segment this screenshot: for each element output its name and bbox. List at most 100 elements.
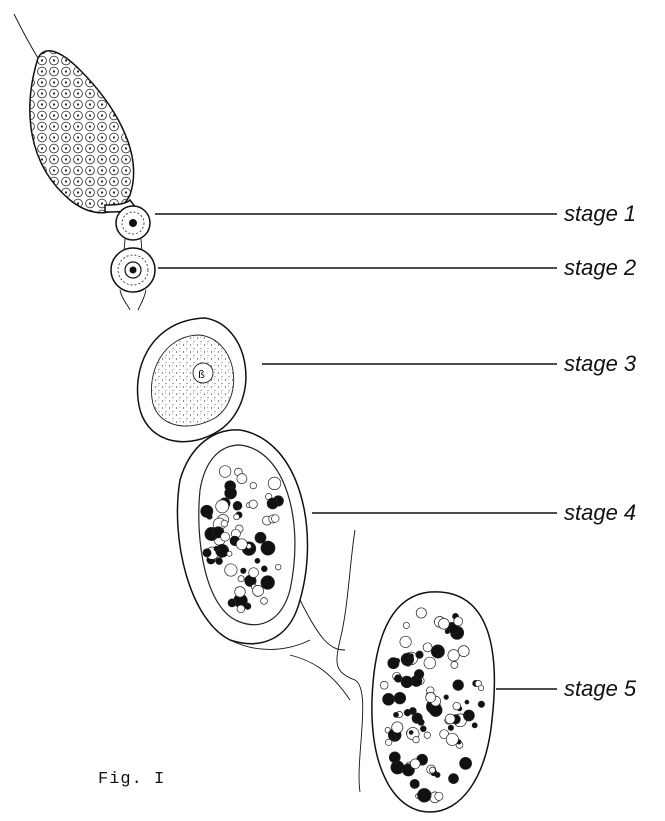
- yolk-granule: [389, 752, 400, 763]
- yolk-granule: [261, 566, 267, 572]
- yolk-granule: [225, 564, 237, 576]
- yolk-granule: [394, 692, 406, 704]
- yolk-granule: [238, 576, 244, 582]
- yolk-granule: [250, 482, 257, 489]
- yolk-granule: [216, 500, 229, 513]
- yolk-granule: [255, 558, 260, 563]
- yolk-granule: [409, 731, 413, 735]
- yolk-granule: [201, 505, 213, 517]
- yolk-granule: [216, 558, 223, 565]
- germarium: [20, 40, 150, 220]
- yolk-granule: [404, 709, 411, 716]
- svg-text:ß: ß: [198, 368, 205, 381]
- yolk-granule: [412, 713, 422, 723]
- stage-1-follicle: [116, 206, 150, 240]
- yolk-granule: [449, 774, 459, 784]
- yolk-granule: [431, 645, 444, 658]
- stage-3-label: stage 3: [564, 351, 637, 376]
- stage-5-oocyte: [372, 592, 495, 812]
- yolk-granule: [400, 636, 411, 647]
- yolk-granule: [380, 681, 388, 689]
- stage-3-follicle: ß: [138, 318, 246, 442]
- yolk-granule: [261, 598, 268, 605]
- yolk-granule: [454, 617, 463, 626]
- yolk-granule: [409, 654, 414, 659]
- yolk-granule: [446, 733, 458, 745]
- yolk-granule: [424, 732, 430, 738]
- yolk-granule: [429, 767, 435, 773]
- yolk-granule: [272, 515, 280, 523]
- yolk-granule: [453, 680, 464, 691]
- yolk-granule: [227, 551, 232, 556]
- yolk-granule: [249, 500, 257, 508]
- figure-caption: Fig. I: [98, 770, 165, 789]
- yolk-granule: [410, 759, 420, 769]
- yolk-granule: [386, 739, 392, 745]
- yolk-granule: [228, 599, 236, 607]
- yolk-granule: [249, 568, 259, 578]
- yolk-granule: [416, 608, 426, 618]
- yolk-granule: [235, 587, 246, 598]
- yolk-granule: [416, 651, 423, 658]
- stage-1-label: stage 1: [564, 201, 636, 226]
- yolk-granule: [388, 658, 399, 669]
- yolk-granule: [268, 477, 281, 490]
- yolk-granule: [463, 710, 474, 721]
- yolk-granule: [439, 618, 450, 629]
- yolk-granule: [255, 532, 266, 543]
- yolk-granule: [219, 466, 231, 478]
- stage-2-label: stage 2: [564, 255, 636, 280]
- yolk-granule: [413, 737, 419, 743]
- terminal-filament: [14, 14, 38, 58]
- yolk-granule: [267, 498, 278, 509]
- yolk-granule: [453, 702, 461, 710]
- yolk-granule: [420, 726, 426, 732]
- yolk-granule: [261, 576, 275, 590]
- yolk-granule: [401, 676, 413, 688]
- yolk-granule: [451, 661, 458, 668]
- yolk-granule: [394, 712, 399, 717]
- yolk-granule: [472, 723, 477, 728]
- yolk-granule: [448, 725, 453, 730]
- yolk-granule: [253, 585, 264, 596]
- yolk-granule: [478, 701, 484, 707]
- yolk-granule: [394, 675, 402, 683]
- yolk-granule: [448, 650, 459, 661]
- yolk-granule: [458, 646, 469, 657]
- yolk-granule: [225, 487, 237, 499]
- yolk-granule: [426, 692, 436, 702]
- yolk-granule: [241, 568, 246, 573]
- yolk-granule: [423, 643, 432, 652]
- yolk-granule: [444, 695, 449, 700]
- stage-4-follicle: [177, 430, 345, 650]
- yolk-granule: [203, 549, 211, 557]
- stage-5-label: stage 5: [564, 676, 637, 701]
- yolk-granule: [383, 693, 395, 705]
- yolk-granule: [460, 757, 472, 769]
- yolk-granule: [410, 779, 419, 788]
- yolk-granule: [237, 605, 245, 613]
- yolk-granule: [214, 546, 219, 551]
- yolk-granule: [261, 541, 275, 555]
- yolk-granule: [221, 532, 230, 541]
- yolk-granule: [221, 520, 228, 527]
- yolk-granule: [237, 474, 247, 484]
- yolk-granule: [234, 514, 240, 520]
- yolk-granule: [414, 670, 423, 679]
- yolk-granule: [435, 772, 440, 777]
- yolk-granule: [478, 685, 483, 690]
- yolk-granule: [465, 700, 469, 704]
- yolk-granule: [435, 792, 443, 800]
- yolk-granule: [275, 564, 281, 570]
- yolk-granule: [424, 657, 436, 669]
- yolk-granule: [234, 505, 240, 511]
- yolk-granule: [403, 622, 409, 628]
- yolk-granule: [418, 789, 432, 803]
- yolk-granule: [445, 714, 455, 724]
- stage-4-label: stage 4: [564, 500, 636, 525]
- yolk-granule: [236, 539, 247, 550]
- yolk-granule: [392, 722, 403, 733]
- yolk-granule: [392, 735, 397, 740]
- stage-2-follicle: [111, 248, 155, 292]
